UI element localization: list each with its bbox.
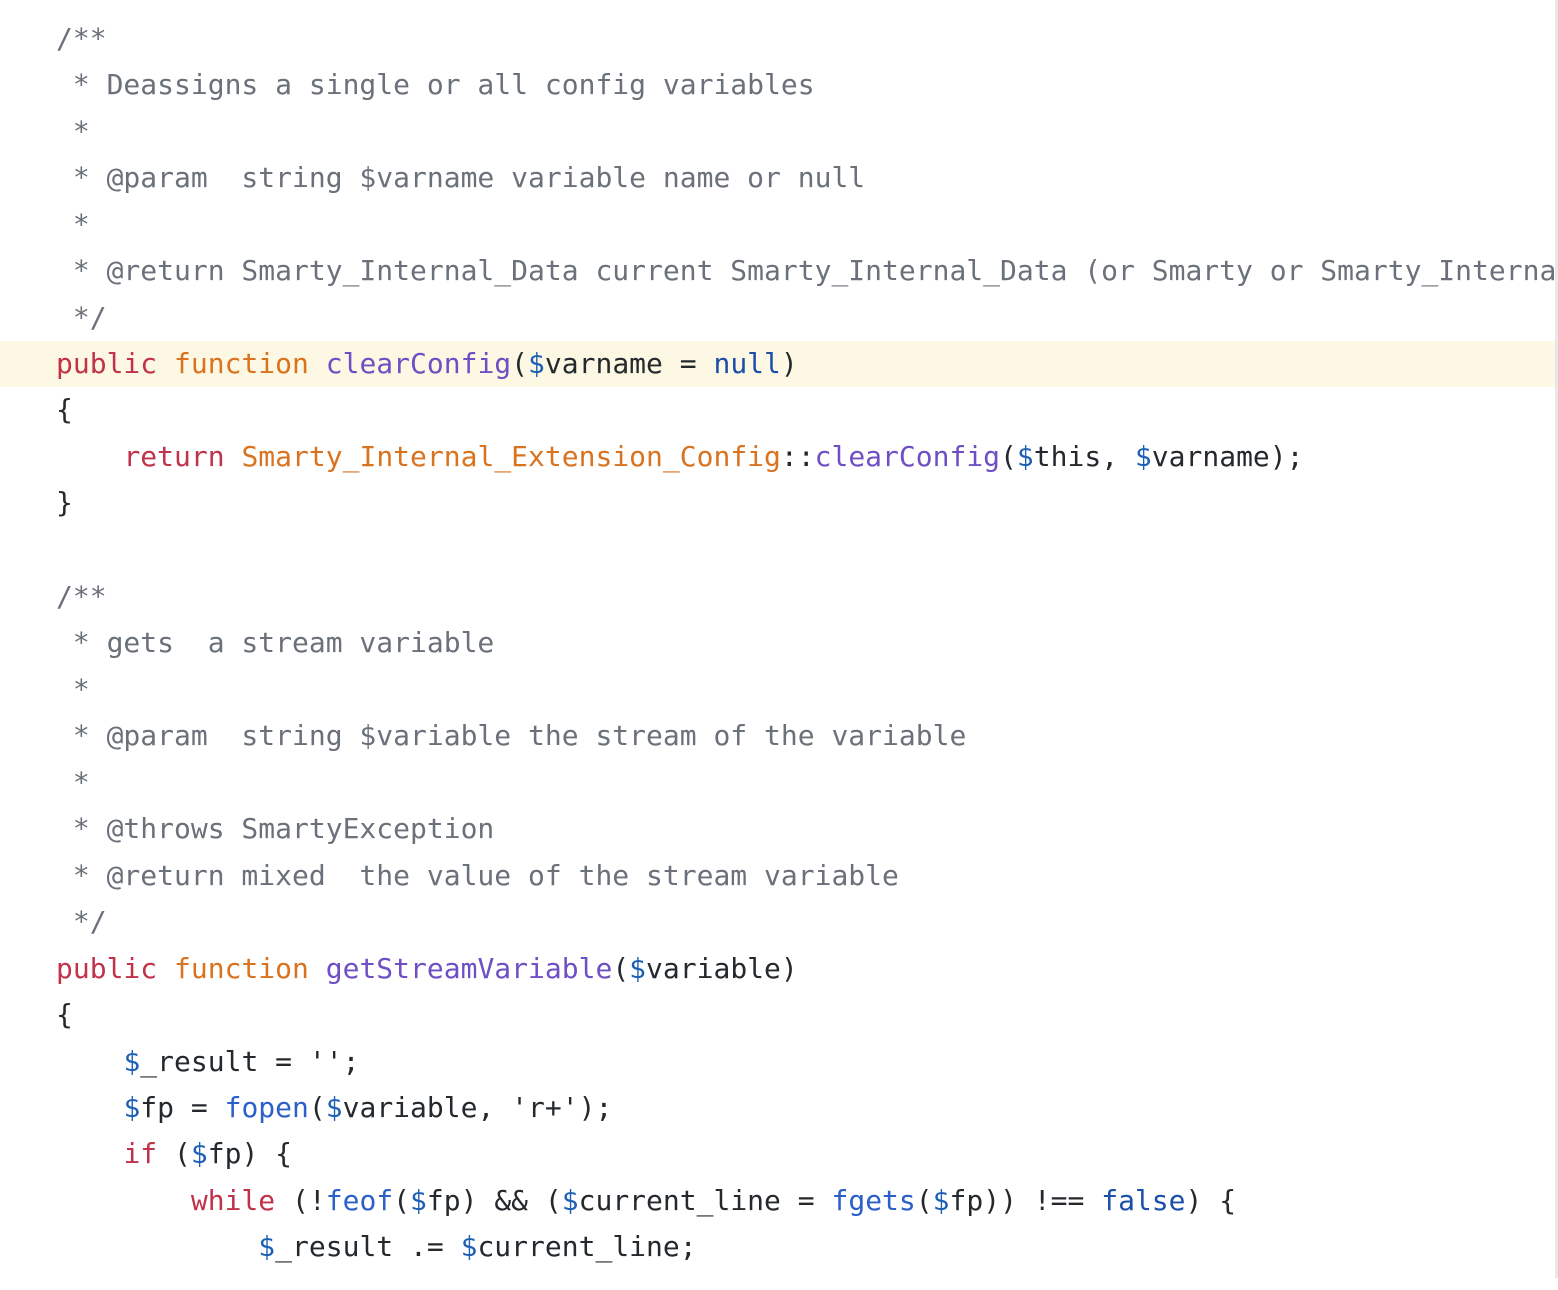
code-line-result-init: $_result = ''; xyxy=(123,1045,360,1078)
code-line-if: if ($fp) { xyxy=(123,1137,293,1170)
keyword-if: if xyxy=(123,1137,158,1170)
code-line: * xyxy=(56,760,90,806)
current-line-highlight xyxy=(0,341,1556,387)
brace-close: } xyxy=(56,486,73,519)
code-line: */ xyxy=(56,899,107,945)
literal-false: false xyxy=(1101,1184,1186,1217)
scrollbar-track[interactable] xyxy=(1555,0,1558,1278)
code-line: { xyxy=(56,387,73,433)
comment-open: /** xyxy=(56,22,107,55)
code-line: * @param string $varname variable name o… xyxy=(56,155,865,201)
keyword-public: public xyxy=(56,952,158,985)
doc-comment-text: * Deassigns a single or all config varia… xyxy=(56,68,815,101)
literal-null: null xyxy=(713,347,781,380)
doc-comment-throws: * @throws SmartyException xyxy=(56,812,495,845)
code-line-getStreamVariable-signature: public function getStreamVariable($varia… xyxy=(56,952,798,985)
code-line-fopen: $fp = fopen($variable, 'r+'); xyxy=(123,1091,613,1124)
code-line: * Deassigns a single or all config varia… xyxy=(56,62,815,108)
brace-open: { xyxy=(56,393,73,426)
doc-comment-text: * gets a stream variable xyxy=(56,626,495,659)
code-line: * @param string $variable the stream of … xyxy=(56,713,966,759)
static-call-clearConfig: clearConfig xyxy=(814,440,1001,473)
comment-close: */ xyxy=(56,905,107,938)
code-line: /** xyxy=(56,574,107,620)
brace-open: { xyxy=(56,998,73,1031)
method-name-getStreamVariable: getStreamVariable xyxy=(325,952,613,985)
code-line-return: return Smarty_Internal_Extension_Config:… xyxy=(123,440,1304,473)
doc-comment-star: * xyxy=(56,115,90,148)
doc-comment-star: * xyxy=(56,673,90,706)
builtin-feof: feof xyxy=(325,1184,394,1217)
code-line: * @return Smarty_Internal_Data current S… xyxy=(56,248,1556,294)
code-line: * xyxy=(56,202,90,248)
comment-open: /** xyxy=(56,580,107,613)
keyword-public: public xyxy=(56,347,158,380)
doc-comment-param: * @param string $variable the stream of … xyxy=(56,719,967,752)
code-line: * @return mixed the value of the stream … xyxy=(56,853,899,899)
code-line: * @throws SmartyException xyxy=(56,806,494,852)
keyword-return: return xyxy=(123,440,225,473)
code-line: * gets a stream variable xyxy=(56,620,494,666)
method-name-clearConfig: clearConfig xyxy=(325,347,512,380)
keyword-function: function xyxy=(174,347,309,380)
code-line: * xyxy=(56,667,90,713)
class-name: Smarty_Internal_Extension_Config xyxy=(241,440,781,473)
builtin-fgets: fgets xyxy=(831,1184,916,1217)
code-line-append: $_result .= $current_line; xyxy=(258,1230,697,1263)
keyword-function: function xyxy=(174,952,309,985)
code-line: } xyxy=(56,480,73,526)
code-line: */ xyxy=(56,295,107,341)
code-line-while: while (!feof($fp) && ($current_line = fg… xyxy=(190,1184,1237,1217)
comment-close: */ xyxy=(56,301,107,334)
doc-comment-param: * @param string $varname variable name o… xyxy=(56,161,866,194)
doc-comment-return: * @return Smarty_Internal_Data current S… xyxy=(56,254,1557,287)
doc-comment-star: * xyxy=(56,766,90,799)
doc-comment-return: * @return mixed the value of the stream … xyxy=(56,859,899,892)
doc-comment-star: * xyxy=(56,208,90,241)
code-line: /** xyxy=(56,16,107,62)
code-line: { xyxy=(56,992,73,1038)
keyword-while: while xyxy=(190,1184,276,1217)
code-line-clearConfig-signature: public function clearConfig($varname = n… xyxy=(56,347,798,380)
code-line: * xyxy=(56,109,90,155)
builtin-fopen: fopen xyxy=(224,1091,309,1124)
